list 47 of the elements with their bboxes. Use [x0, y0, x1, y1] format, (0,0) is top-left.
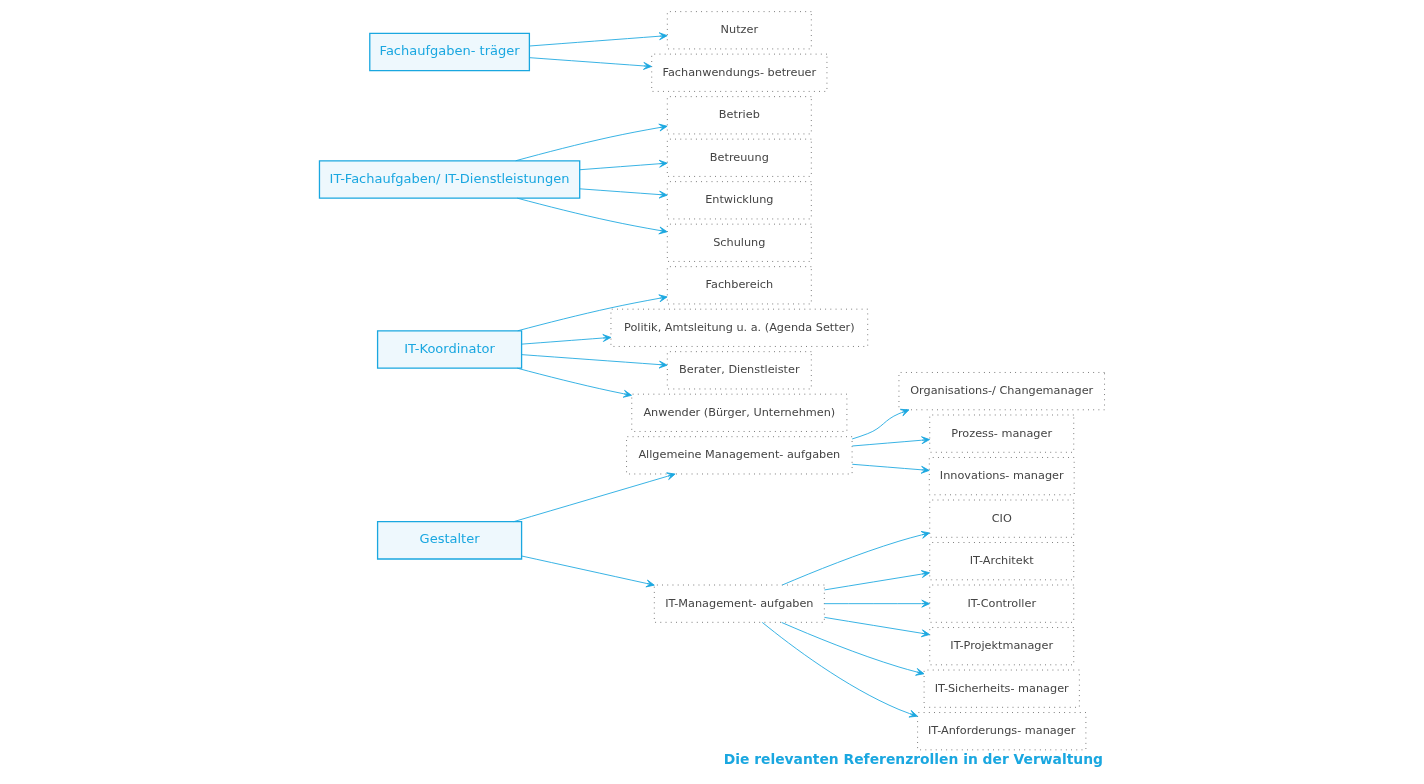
node-box: Schulung	[666, 223, 812, 262]
arrow	[516, 367, 632, 398]
node-box: Gestalter	[376, 521, 523, 560]
arrow	[529, 57, 652, 70]
arrow	[521, 334, 612, 345]
arrow	[781, 531, 930, 586]
node-box: Prozess- manager	[929, 414, 1075, 453]
arrow	[513, 472, 676, 523]
node-box: Innovations- manager	[928, 457, 1075, 496]
node-box: IT-Sicherheits- manager	[923, 669, 1080, 708]
node-box: Politik, Amtsleitung u. a. (Agenda Setter)	[610, 308, 869, 347]
arrow	[851, 463, 930, 474]
arrow	[579, 188, 668, 199]
node-box: Nutzer	[666, 11, 812, 50]
node-box: Berater, Dienstleister	[666, 351, 812, 390]
node-box: Fachbereich	[666, 266, 812, 305]
arrow	[824, 570, 930, 591]
node-box: IT-Management- aufgaben	[653, 584, 825, 623]
arrow	[521, 555, 655, 588]
node-box: IT-Fachaufgaben/ IT-Dienstleistungen	[318, 160, 581, 199]
arrow	[529, 32, 668, 47]
node-box: IT-Anforderungs- manager	[917, 712, 1087, 751]
arrow	[521, 354, 668, 369]
node-box: IT-Controller	[929, 584, 1075, 623]
node-box: CIO	[929, 499, 1075, 538]
arrow	[781, 622, 925, 676]
arrow	[824, 599, 930, 608]
arrow	[516, 197, 668, 235]
arrow	[824, 616, 930, 638]
arrow	[761, 621, 918, 718]
node-box: Fachaufgaben- träger	[369, 32, 531, 72]
node-box: IT-Projektmanager	[929, 627, 1075, 666]
arrow	[517, 294, 668, 332]
arrow	[515, 123, 668, 162]
node-box: Allgemeine Management- aufgaben	[626, 436, 853, 475]
arrow	[851, 408, 910, 440]
arrow	[579, 159, 668, 171]
node-box: IT-Architekt	[929, 542, 1075, 581]
node-box: Fachanwendungs- betreuer	[651, 53, 828, 92]
node-box: Organisations-/ Changemanager	[898, 372, 1105, 411]
node-box: Betrieb	[666, 96, 812, 135]
node-box: Betreuung	[666, 138, 812, 177]
caption: Die relevanten Referenzrollen in der Verwaltung	[723, 750, 1103, 767]
arrow	[851, 436, 930, 447]
node-box: IT-Koordinator	[376, 330, 523, 369]
node-box: Anwender (Bürger, Unternehmen)	[631, 393, 848, 432]
node-box: Entwicklung	[666, 181, 812, 220]
